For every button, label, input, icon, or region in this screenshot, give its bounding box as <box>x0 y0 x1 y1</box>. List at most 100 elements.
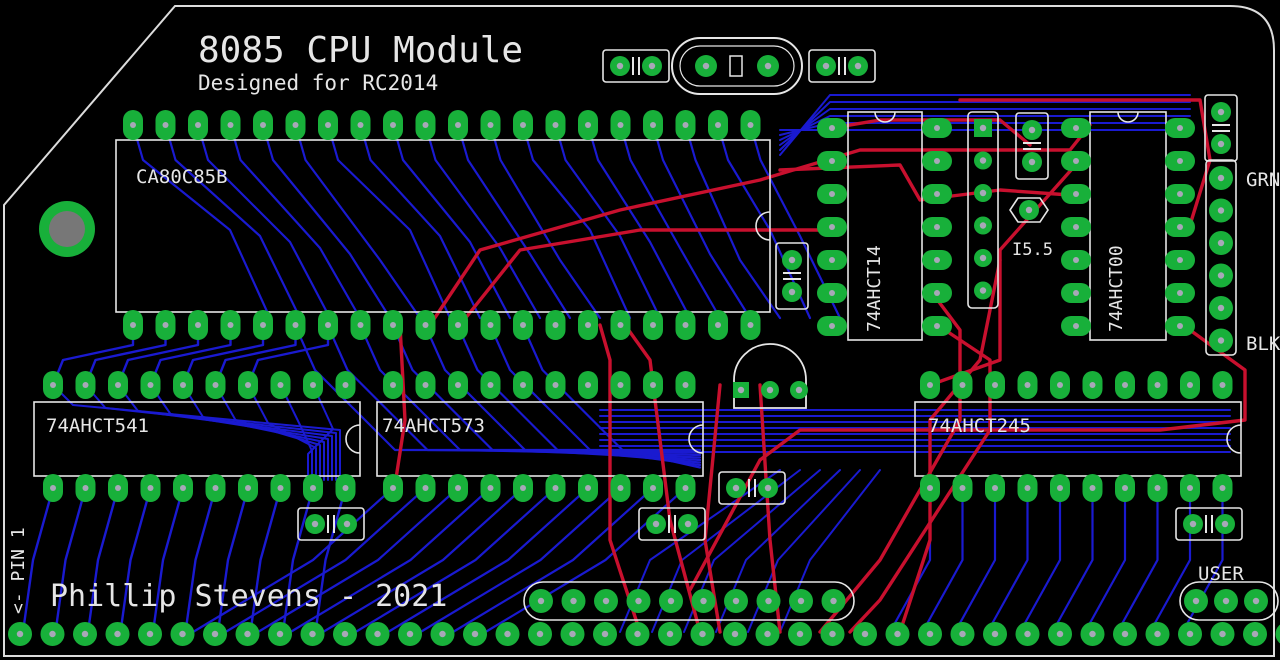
capacitor-c5-outline <box>775 242 809 310</box>
chip-u573-pin-top-drill <box>455 382 461 388</box>
edge-connector-pin-drill <box>114 630 121 638</box>
chip-u541-pin-top-drill <box>342 382 349 388</box>
buf541-fanout-trace <box>307 384 334 481</box>
crystal-outline <box>671 37 803 95</box>
chip-u00-pin-left-drill <box>1073 125 1079 131</box>
buf541-edge-trace <box>119 486 152 634</box>
chip-u573-pin-top-drill <box>487 382 494 388</box>
cpu-pin-bottom-drill <box>520 322 526 328</box>
top-copper-trace <box>818 288 962 634</box>
edge-connector-pin-drill <box>764 630 771 638</box>
ftdi-header-pin-drill <box>1217 207 1225 214</box>
cpu-pin-top-drill <box>520 122 526 128</box>
chip-u541-pin-top-drill <box>277 382 284 388</box>
chip-u00-pin-left-drill <box>1073 290 1079 296</box>
edge-connector-pin-drill <box>569 630 576 638</box>
edge-connector-pin-drill <box>146 630 154 638</box>
cpu-pin-top-drill <box>585 122 591 128</box>
chip-u00-pin-left-drill <box>1073 191 1079 197</box>
edge-connector-pin-drill <box>1024 630 1031 638</box>
chip-u00-pin-right-drill <box>1177 290 1183 296</box>
grn-label: GRN <box>1246 169 1280 191</box>
extended-bus-pin-drill <box>635 597 642 605</box>
chip-u573-pin-top-drill <box>422 382 429 388</box>
chip-u245-pin-bottom-drill <box>1219 485 1226 491</box>
sip-header-pin-drill <box>979 157 987 164</box>
latch573-edge-trace <box>191 486 395 634</box>
capacitor-c5-pin-drill <box>788 288 796 296</box>
xcvr245-edge-trace <box>1148 486 1192 634</box>
edge-connector-pin-drill <box>1121 630 1129 638</box>
edge-connector-pin <box>1275 624 1280 644</box>
cpu-top-fanout-trace <box>586 123 692 320</box>
chip-u541-pin-bottom-drill <box>147 485 154 491</box>
chip-u245-pin-top-drill <box>1122 382 1128 388</box>
cpu-pin-bottom-drill <box>292 322 299 328</box>
crystal-outline-inner <box>679 45 795 87</box>
cpu-pin-top-drill <box>227 122 234 128</box>
chip-label-cpu: CA80C85B <box>136 166 228 188</box>
chip-u573-pin-bottom-drill <box>455 485 461 491</box>
chip-u573-pin-bottom-drill <box>487 485 494 491</box>
chip-u245-pin-top-drill <box>1089 382 1096 388</box>
chip-u541-pin-bottom-drill <box>180 485 186 491</box>
cpu-pin-top-drill <box>487 122 494 128</box>
chip-u541-pin-bottom-drill <box>310 485 316 491</box>
cpu-pin-bottom-drill <box>715 322 721 328</box>
crystal-pin-drill <box>702 62 710 70</box>
to92-pin-drill <box>766 386 774 394</box>
edge-connector-pin-drill <box>504 630 511 638</box>
chip-u573-pin-top-drill <box>682 382 689 388</box>
capacitor-c1-pin-drill <box>648 62 656 70</box>
user-header-label: USER <box>1198 563 1244 585</box>
cpu-top-fanout-trace <box>521 123 632 320</box>
chip-u245-pin-top-drill <box>992 382 998 388</box>
sip-header-pin-drill <box>979 222 987 229</box>
cpu-pin-bottom-drill <box>357 322 364 328</box>
top-copper-trace <box>393 323 407 487</box>
chip-u00-pin-left-drill <box>1073 323 1079 329</box>
chip-u245-pin-bottom-drill <box>992 485 998 491</box>
extended-bus-pin-drill <box>537 597 545 605</box>
to92-pin-drill <box>737 386 745 394</box>
cpu-pin-top-drill <box>747 122 754 128</box>
chip-u541-pin-top-drill <box>82 382 89 388</box>
chip-u14-pin-right-drill <box>934 257 940 263</box>
extended-bus-outline <box>523 581 855 621</box>
test-point-outline <box>1009 197 1049 223</box>
extended-bus-pin-drill <box>765 597 772 605</box>
edge-connector-pin-drill <box>926 630 934 638</box>
chip-label-u245: 74AHCT245 <box>928 415 1031 437</box>
silkscreen-text-layer: 8085 CPU Module Designed for RC2014 Phil… <box>8 30 1280 614</box>
chip-u541-pin-top-drill <box>115 382 121 388</box>
cpu-top-fanout-trace <box>261 123 392 320</box>
edge-connector-pin-drill <box>471 630 479 638</box>
top-copper-trace <box>778 163 1072 202</box>
buf541-edge-trace <box>21 486 55 634</box>
sip-header-pin-drill <box>979 189 987 197</box>
buf541-fanout-trace <box>182 384 325 481</box>
buf541-fanout-trace <box>247 384 317 481</box>
cpu-pin-bottom-drill <box>455 322 461 328</box>
cpu-pin-top-drill <box>292 122 299 128</box>
chip-u14-pin-right-drill <box>934 290 940 296</box>
cpu-pin-bottom-drill <box>585 322 591 328</box>
chip-u245-pin-top-drill <box>1057 382 1063 388</box>
capacitor-c8-pin-drill <box>684 520 692 528</box>
capacitor-c8-pin-drill <box>652 520 660 528</box>
xcvr245-edge-trace <box>1083 486 1127 634</box>
cpu-pin-bottom-drill <box>552 322 559 328</box>
capacitor-c6-pin-drill <box>732 484 740 492</box>
chip-u541-pin-bottom-drill <box>277 485 284 491</box>
edge-connector-pin-drill <box>211 630 219 638</box>
capacitor-c6-pin-drill <box>764 484 772 492</box>
chip-u541-pin-top-drill <box>50 382 56 388</box>
chip-u573-pin-top-drill <box>585 382 591 388</box>
capacitor-c2-pin-drill <box>822 62 830 70</box>
cpu-pin-top-drill <box>195 122 201 128</box>
sip-header-pin-drill <box>979 124 987 132</box>
cpu-top-fanout-trace <box>131 123 272 320</box>
crystal-pin-drill <box>764 62 772 70</box>
chip-u14-notch <box>874 111 896 123</box>
edge-connector-pin-drill <box>536 630 544 638</box>
